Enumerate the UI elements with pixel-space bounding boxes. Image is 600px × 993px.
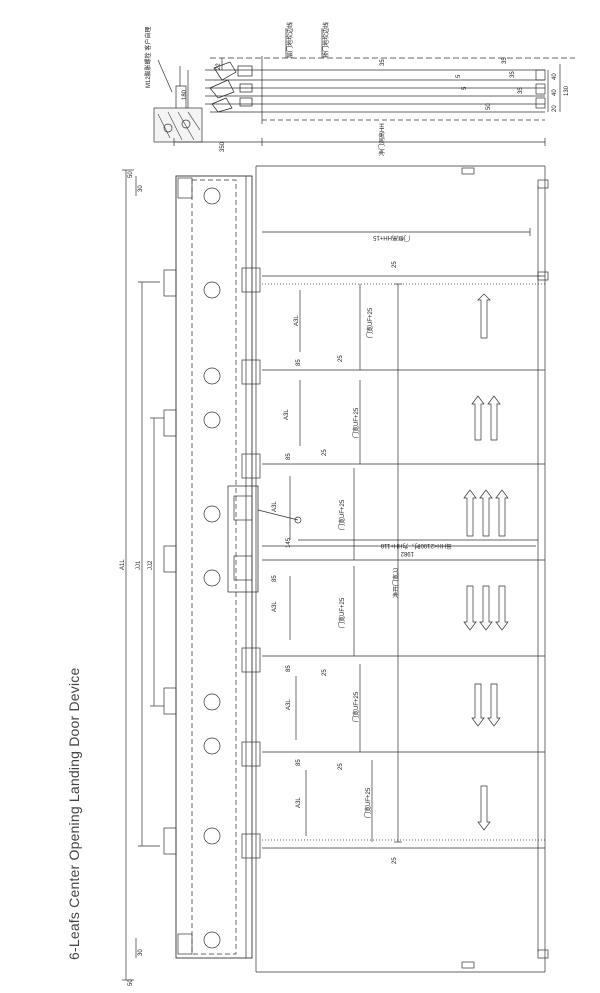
dim-35-top: 35 xyxy=(380,59,386,66)
dim-30-top: 30 xyxy=(138,185,144,192)
note-bolt: M12膨胀螺栓 客户自理 xyxy=(144,27,152,88)
dim-a1l: A1L xyxy=(120,559,126,570)
note-sill-line: 层门地坎边线 xyxy=(286,22,294,58)
arrow-down-icon xyxy=(487,683,501,727)
dim-leaf-width: 门宽UF+25 xyxy=(338,597,346,628)
dim-a3l: A3L xyxy=(286,699,292,710)
dim-frame-height: 门框高HH+15 xyxy=(372,234,410,242)
dim-a3l: A3L xyxy=(294,315,300,326)
dim-35c: 35 xyxy=(510,71,516,78)
dim-height-note: 当HH<2100时，为HH+118 xyxy=(380,542,452,550)
arrow-down-icon xyxy=(479,585,493,631)
dim-leaf-width: 门宽UF+25 xyxy=(366,307,374,338)
dim-40b: 40 xyxy=(552,89,558,96)
front-view xyxy=(122,165,549,981)
dim-a3l: A3L xyxy=(284,409,290,420)
dim-5b: 5 xyxy=(462,86,468,90)
dim-25: 25 xyxy=(338,355,344,362)
dim-1982: 1982 xyxy=(400,550,414,556)
dim-leaf-width: 门宽UF+25 xyxy=(352,407,360,438)
dim-30-bottom: 30 xyxy=(138,949,144,956)
dim-25: 25 xyxy=(392,857,398,864)
dim-130: 130 xyxy=(564,85,570,96)
dim-leaf-width: 门宽UF+25 xyxy=(338,499,346,530)
dim-85: 85 xyxy=(296,359,302,366)
dim-a3l: A3L xyxy=(296,797,302,808)
dim-leaf-width: 门宽UF+25 xyxy=(352,691,360,722)
dim-22: 22 xyxy=(216,63,222,70)
dim-leaf-width: 门宽UF+25 xyxy=(364,787,372,818)
dim-25: 25 xyxy=(322,449,328,456)
arrow-up-icon xyxy=(471,395,485,441)
dim-5a: 5 xyxy=(456,74,462,78)
arrow-up-icon xyxy=(479,489,493,537)
dim-180: 180 xyxy=(182,89,188,100)
top-view-labels: M12膨胀螺栓 客户自理 层门地坎边线 轿门地坎边线 180 22 35 5 5… xyxy=(144,22,570,156)
arrow-down-icon xyxy=(463,585,477,631)
dim-25: 25 xyxy=(392,261,398,268)
dim-25: 25 xyxy=(338,763,344,770)
wall-block xyxy=(153,107,203,143)
dim-jj2: JJ2 xyxy=(148,560,154,570)
front-view-labels: 50 50 30 30 A1L JJ1 JJ2 门框高HH+15 25 25 2… xyxy=(120,171,452,986)
arrow-down-icon xyxy=(471,683,485,727)
dim-50-top: 50 xyxy=(128,171,134,178)
top-view xyxy=(153,28,575,146)
note-door-line: 轿门地坎边线 xyxy=(322,22,330,58)
arrow-up-icon xyxy=(463,489,477,537)
arrow-down-icon xyxy=(495,585,509,631)
dim-50: 50 xyxy=(486,103,492,110)
arrow-up-icon xyxy=(477,293,491,339)
arrow-down-icon xyxy=(477,785,491,831)
direction-arrows xyxy=(463,293,509,831)
arrow-up-icon xyxy=(487,395,501,441)
dim-85: 85 xyxy=(272,575,278,582)
dim-jj1: JJ1 xyxy=(136,560,142,570)
dim-20: 20 xyxy=(552,105,558,112)
dim-35d: 35 xyxy=(518,87,524,94)
dim-clear-opening: 净开门宽JJ xyxy=(392,568,400,598)
dim-85: 85 xyxy=(286,665,292,672)
dim-25: 25 xyxy=(322,669,328,676)
dim-hh: 净门洞高HH xyxy=(378,123,386,156)
dim-a3l: A3L xyxy=(272,601,278,612)
dim-50-bottom: 50 xyxy=(128,979,134,986)
dim-40a: 40 xyxy=(552,73,558,80)
dim-145: 145 xyxy=(286,537,292,548)
dim-a3l: A3L xyxy=(272,501,278,512)
dim-85: 85 xyxy=(286,453,292,460)
arrow-up-icon xyxy=(495,489,509,537)
dim-350: 350 xyxy=(220,141,226,152)
dim-85: 85 xyxy=(296,759,302,766)
dim-35b: 35 xyxy=(502,57,508,64)
